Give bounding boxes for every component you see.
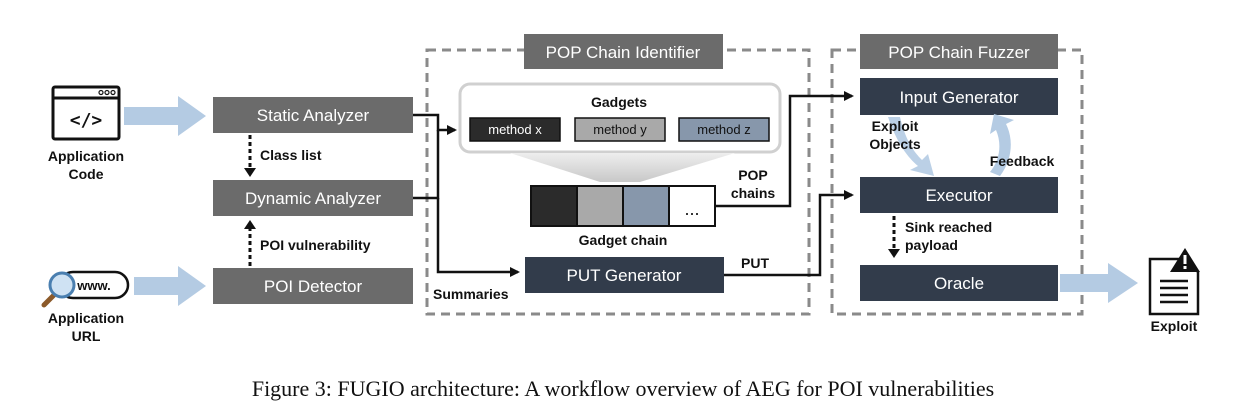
pop-chains-label-1: POP (738, 167, 768, 183)
put-label: PUT (741, 255, 769, 271)
gadget-method-x (469, 117, 561, 142)
sink-reached-label-1: Sink reached (905, 219, 992, 235)
gadget-funnel (510, 153, 735, 182)
class-list-label: Class list (260, 147, 322, 163)
code-input-arrow (124, 96, 206, 136)
gadget-method-y-label: method y (593, 122, 647, 137)
exploit-objects-label-1: Exploit (872, 118, 919, 134)
exploit-label: Exploit (1151, 318, 1198, 334)
fuzzer-title-box (860, 34, 1058, 69)
app-code-label-2: Code (69, 166, 104, 182)
feedback-label: Feedback (990, 153, 1055, 169)
code-glyph: </> (70, 110, 103, 131)
class-list-arrowhead (244, 168, 256, 177)
exploit-objects-arrow (888, 117, 934, 176)
static-to-gadgets-line (413, 113, 457, 135)
chain-cell-3 (622, 185, 670, 227)
gadget-method-z (678, 117, 770, 142)
input-generator-box (860, 78, 1058, 115)
put-generator-label: PUT Generator (567, 266, 682, 285)
url-text: www. (76, 278, 110, 293)
exploit-output-arrow (1060, 263, 1138, 303)
chain-cell-4 (668, 185, 716, 227)
poi-vuln-arrowhead (244, 220, 256, 229)
input-generator-label: Input Generator (899, 88, 1018, 107)
gadget-method-z-label: method z (697, 122, 750, 137)
pop-chain-identifier-frame (425, 48, 811, 316)
dynamic-analyzer-box (213, 180, 413, 216)
poi-vulnerability-label: POI vulnerability (260, 237, 371, 253)
app-url-label-1: Application (48, 310, 124, 326)
feedback-arrow (990, 114, 1014, 176)
chain-ellipsis: ... (684, 199, 699, 219)
summaries-label: Summaries (433, 286, 509, 302)
identifier-title-box (524, 34, 723, 69)
oracle-label: Oracle (934, 274, 984, 293)
app-url-label-2: URL (72, 328, 101, 344)
dynamic-analyzer-label: Dynamic Analyzer (245, 189, 381, 208)
exploit-objects-label-2: Objects (869, 136, 921, 152)
sink-reached-label-2: payload (905, 237, 958, 253)
chain-cell-2 (576, 185, 624, 227)
sink-reached-arrowhead (888, 249, 900, 258)
gadget-method-x-label: method x (488, 122, 542, 137)
put-line (724, 190, 854, 277)
pop-chains-line (715, 91, 854, 208)
figure-caption: Figure 3: FUGIO architecture: A workflow… (252, 376, 994, 401)
chain-cell-1 (530, 185, 578, 227)
gadget-method-y (574, 117, 666, 142)
exploit-document-icon (1148, 248, 1200, 316)
poi-detector-label: POI Detector (264, 277, 363, 296)
identifier-title: POP Chain Identifier (546, 43, 701, 62)
oracle-box (860, 265, 1058, 301)
url-magnifier-icon (41, 270, 130, 308)
pop-chains-label-2: chains (731, 185, 776, 201)
code-window-icon (51, 85, 121, 141)
static-analyzer-label: Static Analyzer (257, 106, 370, 125)
summaries-line (436, 198, 520, 277)
url-input-arrow (134, 266, 206, 306)
gadget-chain-label: Gadget chain (579, 232, 668, 248)
fuzzer-title: POP Chain Fuzzer (888, 43, 1030, 62)
put-generator-box (525, 257, 724, 293)
app-code-label-1: Application (48, 148, 124, 164)
executor-label: Executor (925, 186, 992, 205)
static-analyzer-box (213, 97, 413, 133)
gadgets-title: Gadgets (591, 94, 647, 110)
poi-detector-box (213, 268, 413, 304)
executor-box (860, 177, 1058, 213)
